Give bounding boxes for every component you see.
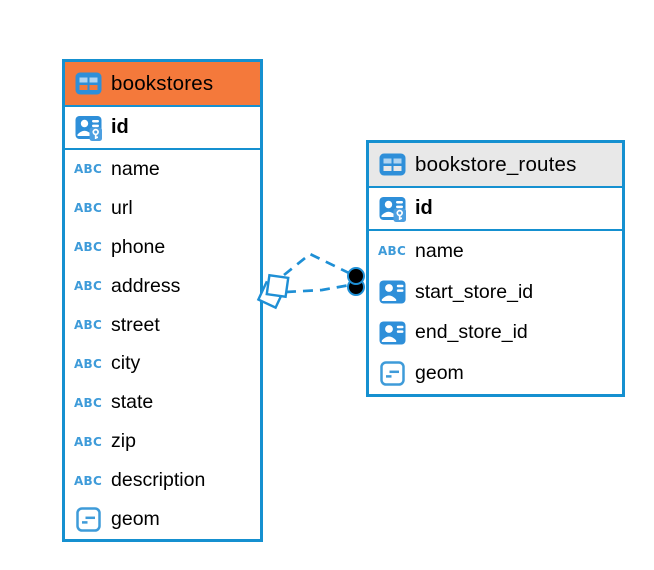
- column-name: id: [415, 197, 433, 219]
- foreign-key-icon: [378, 321, 406, 345]
- column-name: description: [111, 469, 206, 492]
- table-row[interactable]: geom: [369, 353, 622, 394]
- table-title: bookstore_routes: [415, 152, 577, 176]
- text-type-icon: ABC: [377, 244, 407, 259]
- table-row[interactable]: ABC phone: [65, 228, 260, 267]
- relationship-dot-endpoints: [347, 267, 365, 296]
- column-name: street: [111, 313, 160, 336]
- column-name: name: [111, 157, 160, 180]
- primary-key-icon: [378, 196, 406, 222]
- text-type-icon: ABC: [73, 473, 103, 488]
- table-row[interactable]: ABC zip: [65, 422, 260, 461]
- table-row[interactable]: ABC state: [65, 383, 260, 422]
- table-title: bookstores: [111, 71, 214, 95]
- text-type-icon: ABC: [73, 240, 103, 255]
- text-type-icon: ABC: [73, 318, 103, 332]
- column-name: city: [111, 352, 141, 375]
- table-row[interactable]: id: [65, 107, 260, 150]
- entity-table-bookstore-routes[interactable]: bookstore_routes id ABC name start_store…: [366, 140, 625, 398]
- table-row[interactable]: ABC name: [65, 150, 260, 189]
- text-type-icon: ABC: [73, 434, 103, 449]
- primary-key-icon: [74, 115, 102, 141]
- table-icon: [74, 72, 102, 95]
- geometry-type-icon: [74, 507, 102, 532]
- table-row[interactable]: geom: [65, 500, 260, 539]
- text-type-icon: ABC: [73, 162, 103, 177]
- text-type-icon: ABC: [73, 356, 103, 371]
- column-name: url: [111, 196, 133, 219]
- table-row[interactable]: ABC city: [65, 344, 260, 383]
- foreign-key-icon: [378, 280, 406, 304]
- geometry-type-icon: [378, 361, 406, 387]
- table-row[interactable]: ABC name: [369, 231, 622, 272]
- table-row[interactable]: ABC description: [65, 461, 260, 500]
- text-type-icon: ABC: [73, 395, 103, 410]
- relationship-line-lower[interactable]: [285, 283, 351, 294]
- relationship-line-upper[interactable]: [283, 252, 352, 277]
- table-row[interactable]: ABC url: [65, 189, 260, 228]
- column-name: geom: [415, 362, 464, 385]
- table-row[interactable]: start_store_id: [369, 272, 622, 313]
- column-name: start_store_id: [415, 280, 534, 303]
- column-name: phone: [111, 235, 166, 258]
- table-icon: [378, 153, 406, 176]
- column-name: geom: [111, 507, 160, 530]
- text-type-icon: ABC: [73, 201, 103, 216]
- table-header-bookstore-routes[interactable]: bookstore_routes: [369, 143, 622, 188]
- table-row[interactable]: ABC address: [65, 267, 260, 306]
- table-row[interactable]: ABC street: [65, 306, 260, 345]
- column-name: zip: [111, 430, 136, 453]
- column-name: address: [111, 274, 181, 297]
- column-name: id: [111, 116, 129, 138]
- table-row[interactable]: id: [369, 188, 622, 231]
- column-name: name: [415, 239, 464, 262]
- table-row[interactable]: end_store_id: [369, 313, 622, 354]
- text-type-icon: ABC: [73, 279, 103, 294]
- column-name: end_store_id: [415, 321, 528, 344]
- column-name: state: [111, 391, 154, 414]
- entity-table-bookstores[interactable]: bookstores id ABC name ABC url ABC phone…: [62, 59, 263, 542]
- table-header-bookstores[interactable]: bookstores: [65, 62, 260, 107]
